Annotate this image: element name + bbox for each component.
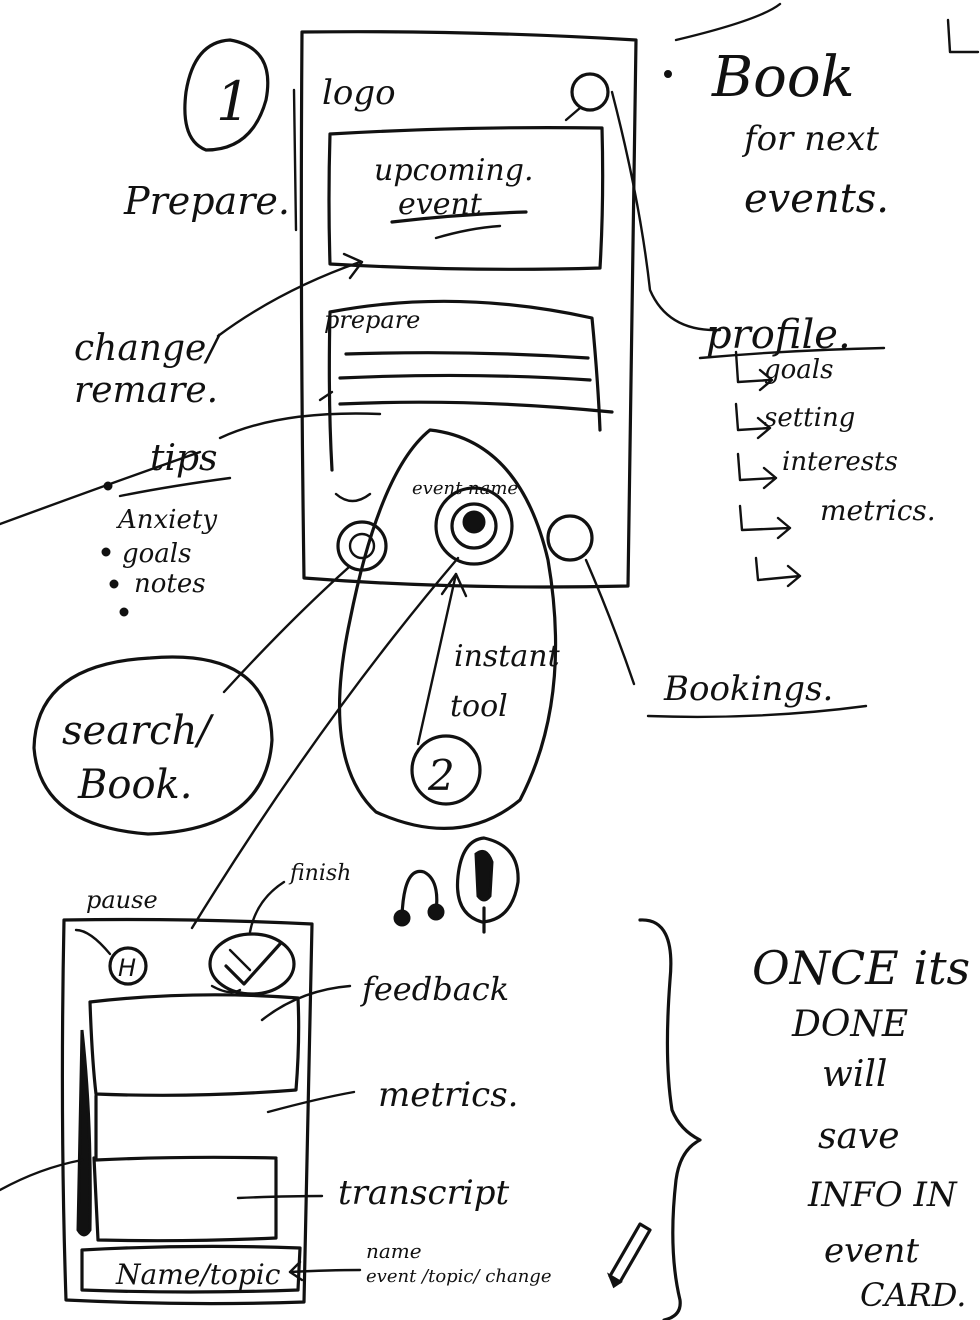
top-phone-frame (292, 30, 638, 589)
prepare-card-label: prepare (324, 306, 420, 334)
search-book-line2: Book. (77, 762, 193, 808)
book-line2: for next (741, 119, 879, 159)
profile-note: profile. goals setting interests metrics… (610, 90, 936, 588)
pause-icon-glyph: H (118, 954, 136, 982)
metrics-box: metrics. (94, 1075, 518, 1162)
once-done-line1: ONCE its (752, 941, 970, 995)
summary-brace (638, 918, 702, 1320)
transcript-label: transcript (338, 1173, 509, 1213)
tips-note: tips Anxiety goals notes (0, 412, 382, 617)
once-done-line7: CARD. (860, 1276, 966, 1314)
tips-item-anxiety: Anxiety (116, 505, 217, 535)
step-one-number: 1 (216, 70, 250, 133)
name-change-line1: name (366, 1239, 422, 1263)
profile-circle-icon (564, 72, 610, 122)
bottom-phone-frame (60, 917, 314, 1306)
name-change-note: name event /topic/ change (288, 1239, 551, 1287)
search-book-bubble: search/ Book. (32, 566, 350, 836)
pause-pointer (74, 928, 112, 956)
instant-tool-bubble: instant tool 2 (337, 428, 561, 830)
logo-label: logo (322, 73, 396, 113)
prepare-note: Prepare. (123, 179, 290, 223)
instant-tool-line1: instant (454, 639, 561, 674)
microphone-icon (455, 836, 520, 934)
once-done-line5: INFO IN (807, 1175, 958, 1215)
tips-item-notes: notes (134, 569, 206, 599)
pencil-icon (606, 1222, 652, 1289)
change-remove-note: change/ remare. (74, 252, 364, 411)
metrics-label: metrics. (378, 1075, 518, 1115)
change-line1: change/ (74, 328, 222, 369)
scrollbar (0, 1029, 92, 1237)
tips-item-goals: goals (122, 539, 191, 569)
upcoming-event-card: upcoming. event (327, 126, 605, 271)
once-done-line2: DONE (791, 1004, 908, 1045)
pause-label: pause (86, 886, 158, 914)
profile-item-metrics: metrics. (820, 494, 936, 527)
profile-item-goals: goals (764, 355, 833, 385)
finish-pointer (248, 880, 286, 934)
name-change-line2: event /topic/ change (366, 1266, 551, 1287)
headphones-icon (393, 869, 445, 927)
prepare-card: prepare (318, 299, 614, 472)
instant-tool-line2: tool (450, 689, 508, 724)
upcoming-event-line1: upcoming. (374, 153, 534, 188)
step-one-badge: 1 (183, 38, 270, 152)
once-done-line6: event (824, 1231, 919, 1271)
book-line3: events. (744, 176, 889, 222)
name-topic-label: Name/topic (115, 1258, 281, 1291)
instant-tool-number: 2 (427, 751, 455, 800)
nav-curve (334, 492, 372, 503)
profile-item-interests: interests (782, 447, 898, 477)
change-line2: remare. (74, 370, 218, 411)
book-next-events-note: Book for next events. (664, 2, 980, 222)
search-book-line1: search/ (62, 708, 214, 754)
feedback-label: feedback (360, 970, 509, 1008)
check-icon (208, 932, 296, 996)
once-done-note: ONCE its DONE will save INFO IN event CA… (752, 941, 970, 1314)
feedback-box: feedback (88, 970, 509, 1097)
event-name-label: event name (412, 478, 518, 499)
profile-item-setting: setting (764, 403, 855, 433)
name-topic-bar: Name/topic (80, 1244, 302, 1294)
connector-to-recording (190, 556, 460, 930)
bookings-label: Bookings. (663, 669, 833, 709)
book-line1: Book (711, 45, 855, 110)
bookings-note: Bookings. (584, 558, 868, 719)
transcript-box: transcript (92, 1156, 509, 1243)
mic-center-icon (434, 486, 514, 566)
finish-label: finish (288, 861, 351, 886)
bookings-circle-icon (546, 514, 594, 562)
once-done-line3: will (822, 1054, 887, 1095)
once-done-line4: save (818, 1116, 900, 1157)
pause-icon: H (108, 946, 148, 986)
